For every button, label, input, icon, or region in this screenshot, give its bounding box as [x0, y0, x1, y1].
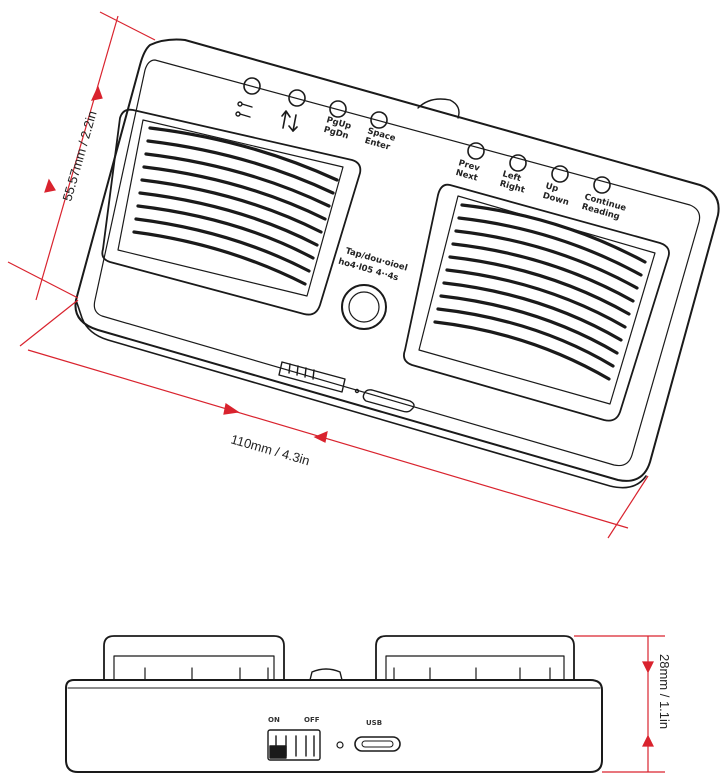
label-continue-reading: ContinueReading [580, 192, 627, 223]
depth-dimension-label: 55.57mm / 2.2in [59, 109, 99, 203]
right-pad-inner [418, 195, 656, 405]
height-arrow-bottom [642, 734, 654, 747]
width-arrow-left [223, 403, 240, 415]
side-body [65, 679, 603, 773]
left-pad-frame [101, 108, 362, 316]
height-dimension-label: 28mm / 1.1in [657, 654, 672, 729]
status-led [336, 741, 344, 749]
device-top-view [74, 38, 720, 489]
side-left-pad-inner [113, 655, 275, 681]
width-extension-right [607, 475, 649, 539]
device-bottom-edge [75, 299, 647, 489]
edge-knob [417, 98, 460, 119]
dimension-lines-side [574, 635, 665, 773]
power-switch-top[interactable] [278, 361, 346, 393]
depth-arrow-top [90, 85, 103, 101]
button-1[interactable] [243, 77, 261, 95]
left-pad-inner [117, 119, 344, 297]
device-inner-border [93, 59, 701, 467]
width-arrow-right [313, 431, 328, 443]
right-pad-grooves [433, 203, 647, 381]
usb-port-top[interactable] [362, 389, 415, 413]
label-prev-next: PrevNext [454, 158, 481, 183]
label-up-down: UpDown [541, 181, 572, 208]
front-edge-ports [278, 361, 415, 413]
key-icon [235, 101, 253, 118]
height-arrow-top [642, 661, 654, 674]
up-down-arrows-icon [281, 110, 298, 132]
button-3[interactable] [329, 100, 347, 118]
side-center-knob [309, 668, 343, 681]
center-round-button[interactable] [341, 284, 387, 330]
button-6[interactable] [509, 154, 527, 172]
right-pad-frame [403, 183, 670, 422]
usb-c-port[interactable] [354, 736, 401, 752]
left-pedal-pad [101, 108, 362, 316]
button-5[interactable] [467, 142, 485, 160]
power-switch[interactable] [267, 729, 321, 761]
label-space-enter: SpaceEnter [363, 126, 396, 153]
label-pgup-pgdn: PgUpPgDn [322, 115, 352, 141]
dimension-lines-top [7, 11, 649, 539]
device-outer-shell [74, 38, 720, 482]
width-dimension-line [27, 349, 629, 529]
depth-dimension-line [35, 15, 119, 301]
small-buttons-group [243, 77, 611, 194]
side-right-pad-inner [385, 655, 565, 681]
depth-extension-bottom [7, 261, 79, 299]
button-2[interactable] [288, 89, 306, 107]
side-right-pad [375, 635, 575, 681]
button-4[interactable] [370, 111, 388, 129]
on-label: ON [268, 716, 280, 724]
depth-extension-top [99, 11, 156, 41]
center-instruction-text: Tap/dou·oioelho4·l05 4··4s [337, 245, 409, 285]
usb-label: USB [366, 719, 382, 727]
label-left-right: LeftRight [498, 169, 528, 195]
depth-arrow-bottom [44, 178, 56, 193]
device-side-view [65, 635, 603, 773]
right-pedal-pad [403, 183, 670, 422]
button-8[interactable] [593, 176, 611, 194]
side-left-pad [103, 635, 285, 681]
off-label: OFF [304, 716, 320, 724]
width-extension-left [19, 299, 79, 347]
button-7[interactable] [551, 165, 569, 183]
left-pad-grooves [132, 126, 339, 286]
width-dimension-label: 110mm / 4.3in [229, 431, 311, 468]
